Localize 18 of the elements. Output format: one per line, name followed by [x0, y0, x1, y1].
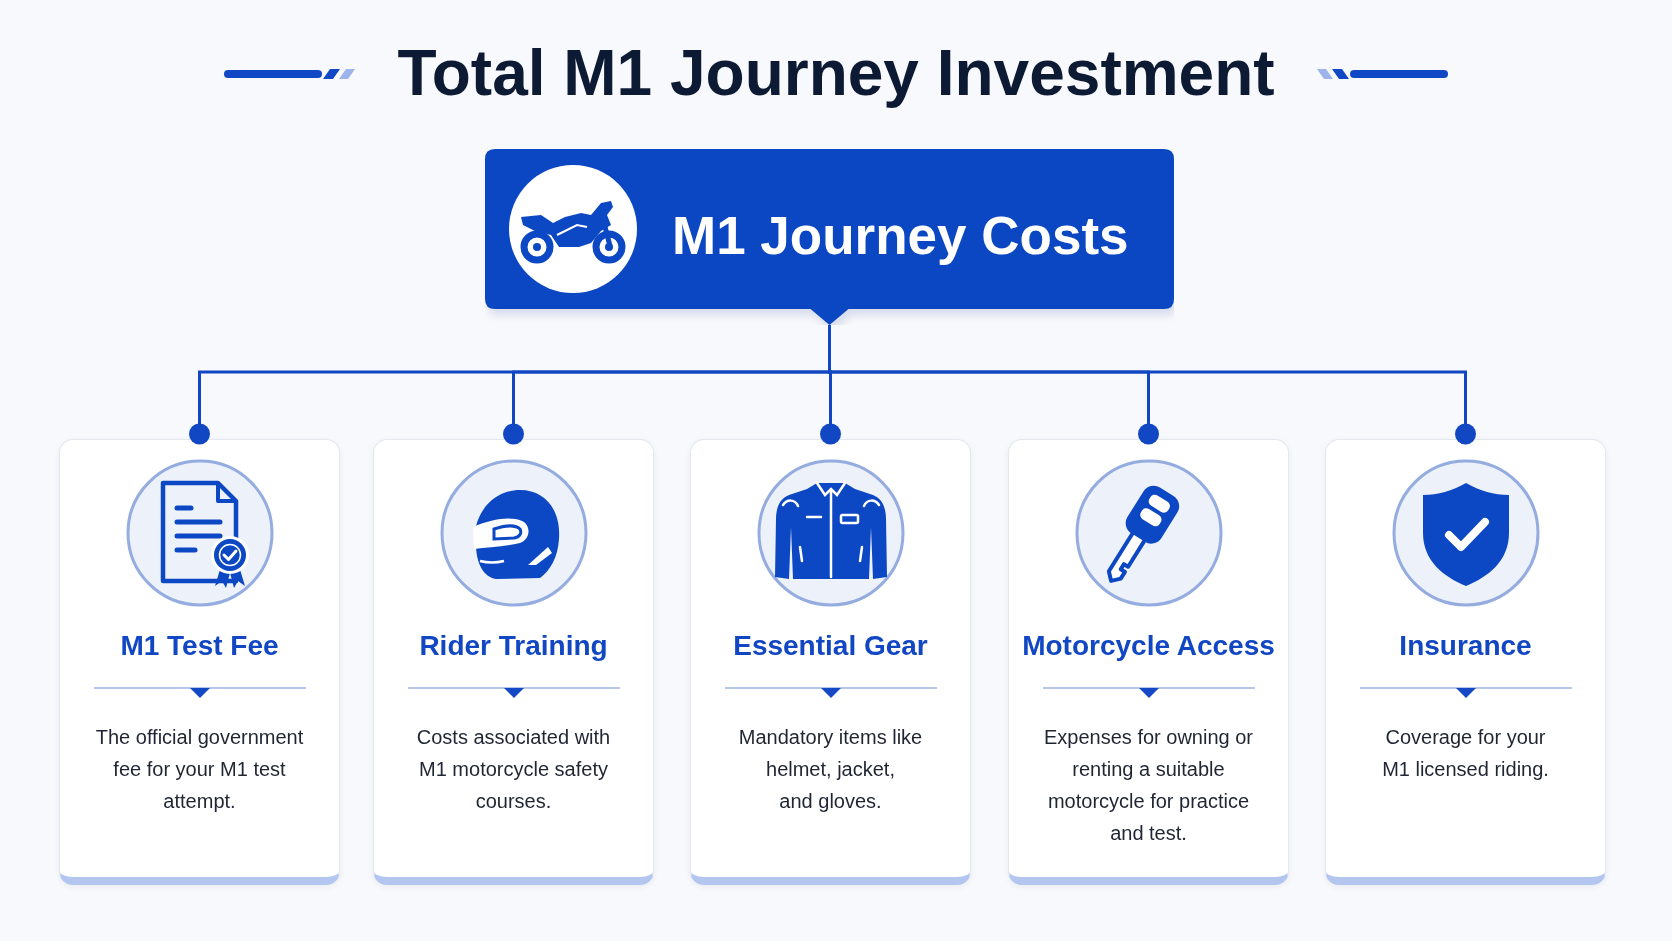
card — [1325, 439, 1606, 885]
card-description: Coverage for your M1 licensed riding. — [1382, 725, 1549, 782]
card — [690, 439, 971, 885]
card-heading: Insurance — [1399, 629, 1532, 663]
card-description: The official government fee for your M1 test attempt. — [95, 725, 304, 814]
card-heading: Motorcycle Access — [1022, 629, 1275, 663]
card — [373, 439, 654, 885]
card — [59, 439, 340, 885]
callout-title: M1 Journey Costs — [672, 206, 1129, 266]
title: Total M1 Journey Investment — [397, 37, 1275, 109]
card-heading: M1 Test Fee — [120, 629, 279, 663]
card — [1008, 439, 1289, 885]
card-heading: Rider Training — [419, 629, 608, 663]
card-description: Mandatory items like helmet, jacket, and gloves. — [738, 725, 923, 814]
card-description: Costs associated with M1 motorcycle safety courses. — [416, 725, 611, 814]
card-description: Expenses for owning or renting a suitable motorcycle for practice and test. — [1044, 725, 1253, 846]
callout-box — [485, 149, 1174, 325]
card-heading: Essential Gear — [733, 629, 928, 663]
